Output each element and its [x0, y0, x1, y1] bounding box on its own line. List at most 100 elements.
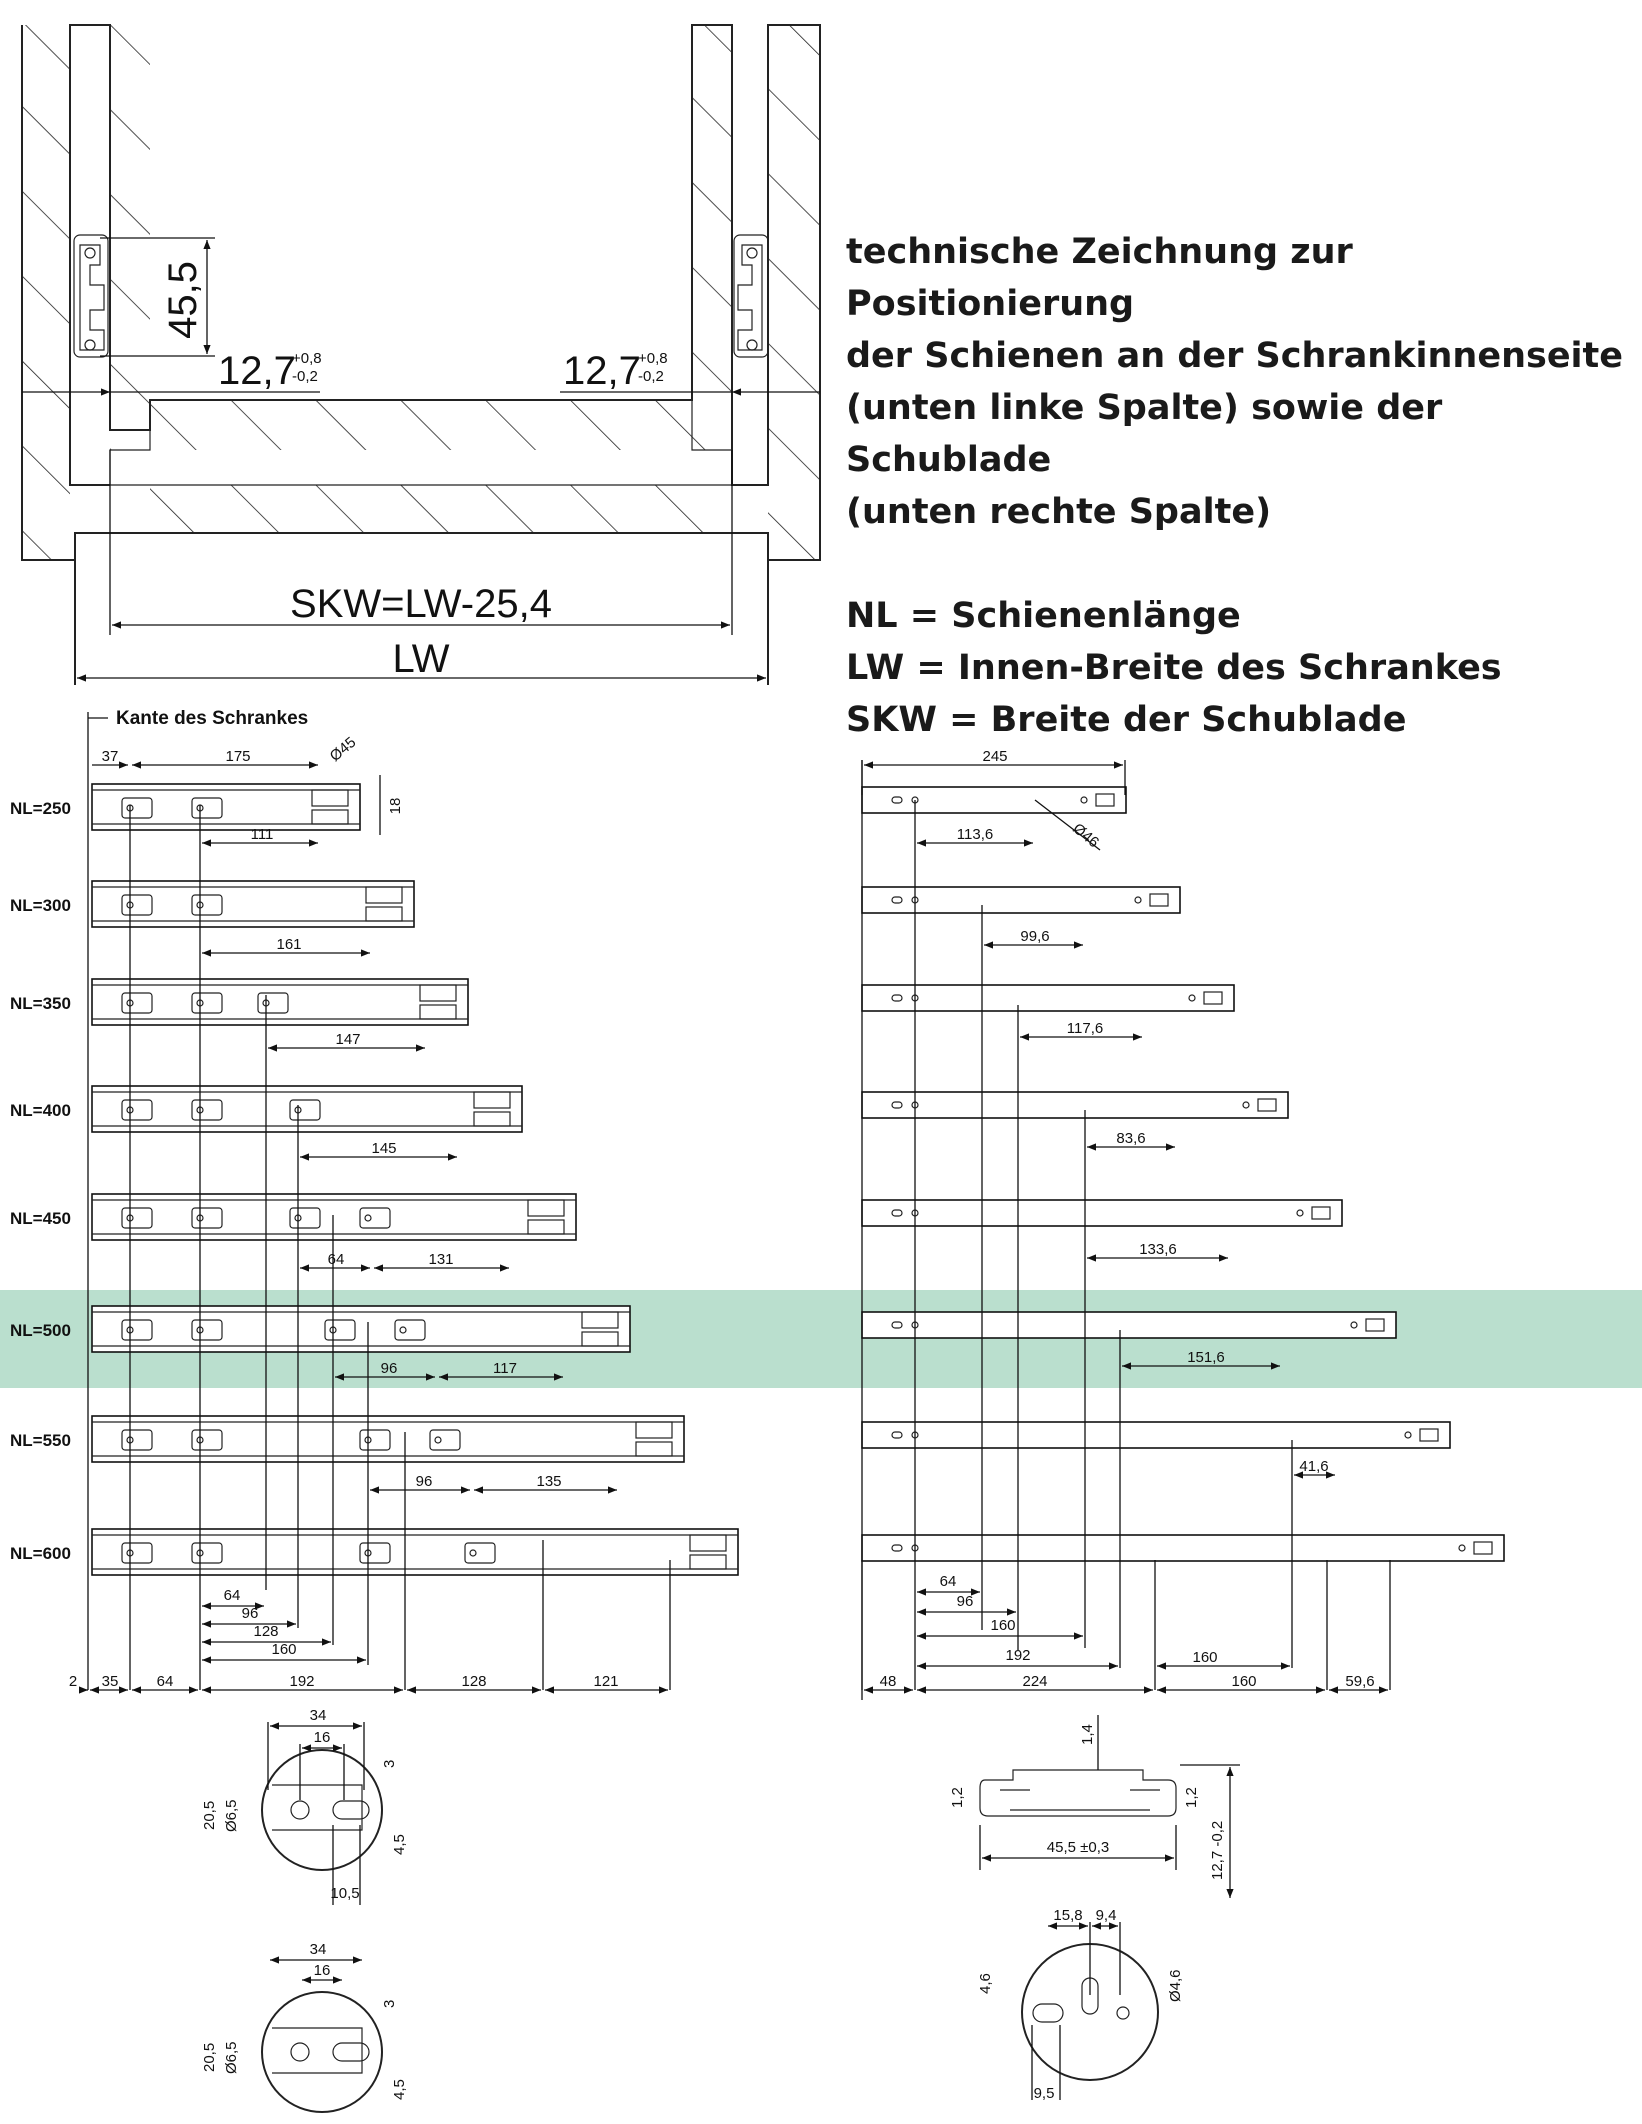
rail-mounting-slot	[191, 1099, 223, 1121]
rail-mounting-slot	[359, 1429, 391, 1451]
drawer-rail-slot	[891, 994, 903, 1002]
rail-end-bracket	[365, 886, 403, 904]
svg-text:SKW=LW-25,4: SKW=LW-25,4	[290, 582, 552, 626]
rail-mounting-slot	[121, 797, 153, 819]
svg-text:113,6: 113,6	[957, 826, 993, 843]
rail-body	[91, 1528, 739, 1576]
svg-text:48: 48	[880, 1673, 897, 1690]
svg-text:16: 16	[314, 1962, 331, 1979]
svg-text:37: 37	[102, 748, 119, 765]
description-line: (unten rechte Spalte)	[846, 492, 1272, 532]
drawer-rail-slot	[891, 1101, 903, 1109]
rail-end-bracket	[581, 1331, 619, 1347]
rail-end-bracket	[311, 809, 349, 825]
width-dimensions: SKW=LW-25,4 LW	[77, 450, 766, 682]
svg-text:34: 34	[310, 1707, 327, 1724]
svg-text:160: 160	[1231, 1673, 1256, 1690]
rail-length-label: NL=550	[10, 1431, 71, 1450]
rail-mounting-slot	[191, 1542, 223, 1564]
rail-length-label: NL=300	[10, 896, 71, 915]
right-rails	[861, 786, 1505, 1562]
rail-mounting-slot	[191, 992, 223, 1014]
svg-text:16: 16	[314, 1729, 331, 1746]
svg-text:96: 96	[416, 1473, 433, 1490]
drawer-rail-body	[861, 1534, 1505, 1562]
rail-screw-hole	[469, 1549, 477, 1557]
svg-text:175: 175	[225, 748, 250, 765]
rail-mounting-slot	[429, 1429, 461, 1451]
rail-mounting-slot	[191, 1429, 223, 1451]
svg-text:117,6: 117,6	[1067, 1020, 1103, 1037]
rail-length-label: NL=400	[10, 1101, 71, 1120]
svg-text:41,6: 41,6	[1299, 1458, 1328, 1475]
svg-text:-0,2: -0,2	[638, 368, 664, 385]
svg-text:35: 35	[102, 1673, 119, 1690]
drawer-rail-body	[861, 1199, 1343, 1227]
svg-text:Ø46: Ø46	[1069, 820, 1102, 851]
drawer-rail-end	[1257, 1098, 1277, 1112]
rail-length-label: NL=350	[10, 994, 71, 1013]
drawer-rail-hole	[1134, 896, 1142, 904]
rail-mounting-slot	[289, 1207, 321, 1229]
rail-mounting-slot	[324, 1319, 356, 1341]
rail-end-bracket	[473, 1091, 511, 1109]
rail-mounting-slot	[121, 1319, 153, 1341]
svg-text:3: 3	[381, 1760, 398, 1768]
drawer-rail-slot	[891, 1431, 903, 1439]
rail-mounting-slot	[464, 1542, 496, 1564]
left-rail-profile	[73, 234, 109, 358]
svg-text:59,6: 59,6	[1345, 1673, 1374, 1690]
legend-line: SKW = Breite der Schublade	[846, 700, 1407, 740]
rail-end-bracket	[635, 1421, 673, 1439]
drawer-rail-end	[1149, 893, 1169, 907]
svg-text:64: 64	[224, 1587, 241, 1604]
drawer-rail-hole	[1404, 1431, 1412, 1439]
svg-text:4,5: 4,5	[391, 2079, 408, 2100]
svg-text:245: 245	[982, 748, 1007, 765]
svg-text:10,5: 10,5	[330, 1885, 359, 1902]
rail-end-bracket	[689, 1534, 727, 1552]
detail-a: 34 16 3 20,5 Ø6,5 4,5 10,5	[201, 1707, 408, 1905]
drawer-rail-end	[1473, 1541, 1493, 1555]
svg-text:151,6: 151,6	[1187, 1349, 1225, 1366]
rail-length-label: NL=600	[10, 1544, 71, 1563]
svg-text:192: 192	[289, 1673, 314, 1690]
drawer-rail-body	[861, 984, 1235, 1012]
cabinet-edge: Kante des Schrankes	[87, 708, 308, 1690]
svg-text:12,7: 12,7	[218, 349, 296, 393]
svg-text:Ø4,6: Ø4,6	[1167, 1969, 1184, 2002]
svg-text:160: 160	[1192, 1649, 1217, 1666]
svg-text:3: 3	[381, 2000, 398, 2008]
rail-screw-hole	[364, 1214, 372, 1222]
svg-text:96: 96	[381, 1360, 398, 1377]
drawer-rail-hole	[1080, 796, 1088, 804]
rail-end-bracket	[419, 984, 457, 1002]
svg-text:34: 34	[310, 1941, 327, 1958]
detail-c: 15,8 9,4 4,6 Ø4,6 9,5	[977, 1907, 1184, 2102]
svg-text:133,6: 133,6	[1139, 1241, 1177, 1258]
rail-end-bracket	[527, 1219, 565, 1235]
svg-text:4,5: 4,5	[391, 1834, 408, 1855]
svg-text:64: 64	[328, 1251, 345, 1268]
svg-text:64: 64	[157, 1673, 174, 1690]
rail-mounting-slot	[394, 1319, 426, 1341]
drawer-rail-end	[1095, 793, 1115, 807]
svg-text:+0,8: +0,8	[292, 350, 322, 367]
svg-text:20,5: 20,5	[201, 2043, 218, 2072]
svg-text:96: 96	[242, 1605, 259, 1622]
drawer-rail-body	[861, 786, 1127, 814]
rail-end-bracket	[527, 1199, 565, 1217]
svg-text:128: 128	[461, 1673, 486, 1690]
left-bottom-dimensions: 2 35 64 192 128 121	[69, 1673, 668, 1694]
svg-text:20,5: 20,5	[201, 1801, 218, 1830]
rail-mounting-slot	[257, 992, 289, 1014]
legend-line: NL = Schienenlänge	[846, 596, 1241, 636]
svg-text:+0,8: +0,8	[638, 350, 668, 367]
description-line: technische Zeichnung zur Positionierung	[846, 232, 1353, 324]
svg-text:135: 135	[536, 1473, 561, 1490]
svg-text:64: 64	[940, 1573, 957, 1590]
rail-mounting-slot	[121, 992, 153, 1014]
drawer-rail-slot	[891, 1321, 903, 1329]
svg-text:15,8: 15,8	[1053, 1907, 1082, 1924]
